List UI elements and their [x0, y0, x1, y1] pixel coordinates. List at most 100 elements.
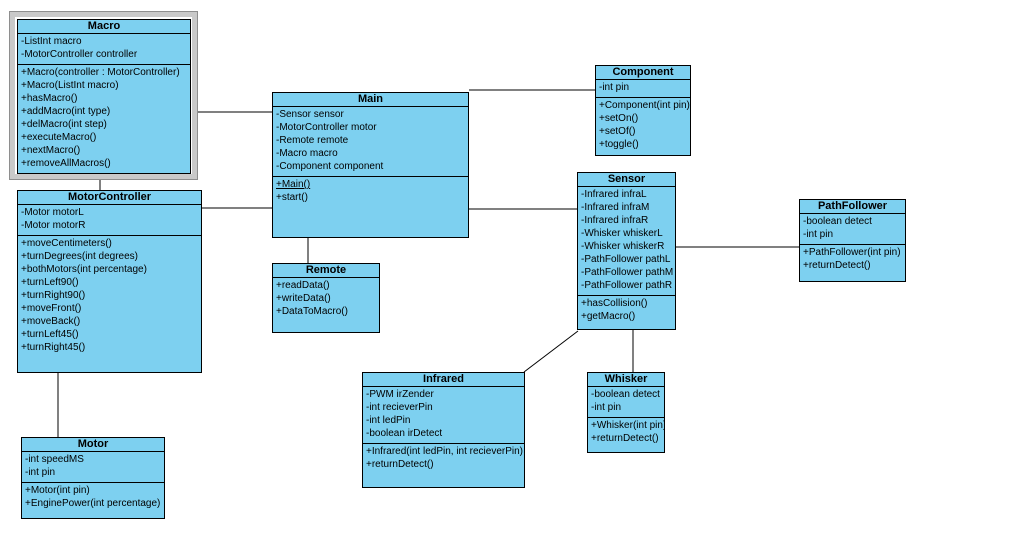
class-macro[interactable]: Macro-ListInt macro-MotorController cont… [17, 19, 191, 174]
class-remote[interactable]: Remote +readData() +writeData() +DataToMacr… [272, 263, 380, 333]
class-title-pathfollower: PathFollower [800, 200, 905, 214]
attributes-compartment: -Infrared infraL-Infrared infraM-Infrare… [578, 187, 675, 296]
attribute: -int pin [25, 467, 56, 478]
method: +hasMacro() [21, 93, 78, 104]
method: +bothMotors(int percentage) [21, 264, 147, 275]
attribute: -Sensor sensor [276, 109, 344, 120]
method: +Main() [276, 179, 311, 190]
method: +returnDetect() [366, 459, 434, 470]
method: +turnLeft90() [21, 277, 79, 288]
edge-sensor-infrared[interactable] [523, 330, 579, 373]
method: +moveBack() [21, 316, 81, 327]
attribute: -int speedMS [25, 454, 84, 465]
method: +executeMacro() [21, 132, 97, 143]
attributes-compartment: -int pin [596, 80, 690, 98]
class-motorcontroller[interactable]: MotorController-Motor motorL-Motor motor… [17, 190, 202, 373]
class-title-whisker: Whisker [588, 373, 664, 387]
method: +Component(int pin) [599, 100, 690, 111]
attributes-compartment: -PWM irZender -int recieverPin -int ledPin… [363, 387, 524, 444]
class-title-remote: Remote [273, 264, 379, 278]
method: +turnDegrees(int degrees) [21, 251, 139, 262]
attribute: -int recieverPin [366, 402, 433, 413]
attribute: -Infrared infraL [581, 189, 647, 200]
attributes-compartment: -boolean detect -int pin [588, 387, 664, 418]
method: +addMacro(int type) [21, 106, 111, 117]
method: +moveCentimeters() [21, 238, 112, 249]
method: +Motor(int pin) [25, 485, 90, 496]
method: +turnRight90() [21, 290, 86, 301]
methods-compartment: +readData() +writeData() +DataToMacro() [273, 278, 379, 332]
method: +returnDetect() [591, 433, 659, 444]
attribute: -MotorController controller [21, 49, 138, 60]
attribute: -Motor motorL [21, 207, 84, 218]
attributes-compartment: -boolean detect -int pin [800, 214, 905, 245]
attribute: -Infrared infraM [581, 202, 650, 213]
methods-compartment: +Motor(int pin) +EnginePower(int percenta… [22, 483, 164, 518]
method: +hasCollision() [581, 298, 648, 309]
attribute: -int pin [599, 82, 630, 93]
method: +writeData() [276, 293, 331, 304]
attribute: -int pin [803, 229, 834, 240]
attributes-compartment: -Sensor sensor -MotorController motor -Rem… [273, 107, 468, 177]
attributes-compartment: -ListInt macro-MotorController controlle… [18, 34, 190, 65]
methods-compartment: +PathFollower(int pin)+returnDetect() [800, 245, 905, 281]
attributes-compartment: -Motor motorL-Motor motorR [18, 205, 201, 236]
method: +nextMacro() [21, 145, 81, 156]
attribute: -MotorController motor [276, 122, 377, 133]
class-title-infrared: Infrared [363, 373, 524, 387]
methods-compartment: +Component(int pin) +setOn() +setOf() +togg… [596, 98, 690, 155]
attribute: -PathFollower pathL [581, 254, 671, 265]
attribute: -Component component [276, 161, 384, 172]
method: +turnLeft45() [21, 329, 79, 340]
method: +Macro(controller : MotorController) [21, 67, 180, 78]
method: +removeAllMacros() [21, 158, 111, 169]
class-title-macro: Macro [18, 20, 190, 34]
method: +setOf() [599, 126, 636, 137]
attribute: -Whisker whiskerR [581, 241, 665, 252]
methods-compartment: +Whisker(int pin) +returnDetect() [588, 418, 664, 452]
method: +EnginePower(int percentage) [25, 498, 161, 509]
method: +turnRight45() [21, 342, 86, 353]
method: +readData() [276, 280, 330, 291]
attribute: -int ledPin [366, 415, 411, 426]
attribute: -PWM irZender [366, 389, 434, 400]
method: +Infrared(int ledPin, int recieverPin) [366, 446, 524, 457]
class-title-motor: Motor [22, 438, 164, 452]
method: +DataToMacro() [276, 306, 348, 317]
attribute: -PathFollower pathR [581, 280, 673, 291]
methods-compartment: +Main() +start() [273, 177, 468, 237]
class-pathfollower[interactable]: PathFollower -boolean detect -int pin +Path… [799, 199, 906, 282]
methods-compartment: +Infrared(int ledPin, int recieverPin) +r… [363, 444, 524, 487]
class-title-component: Component [596, 66, 690, 80]
method: +returnDetect() [803, 260, 871, 271]
method: +start() [276, 192, 308, 203]
method: +moveFront() [21, 303, 82, 314]
methods-compartment: +Macro(controller : MotorController) +Mac… [18, 65, 190, 173]
attribute: -boolean detect [591, 389, 660, 400]
attribute: -Whisker whiskerL [581, 228, 663, 239]
class-title-sensor: Sensor [578, 173, 675, 187]
attribute: -boolean irDetect [366, 428, 443, 439]
method: +setOn() [599, 113, 639, 124]
method: +toggle() [599, 139, 639, 150]
methods-compartment: +moveCentimeters() +turnDegrees(int degre… [18, 236, 201, 372]
class-infrared[interactable]: Infrared -PWM irZender -int recieverPin -in… [362, 372, 525, 488]
attribute: -boolean detect [803, 216, 872, 227]
class-motor[interactable]: Motor -int speedMS -int pin +Motor(int pin)… [21, 437, 165, 519]
method: +Macro(ListInt macro) [21, 80, 119, 91]
class-main[interactable]: Main -Sensor sensor -MotorController motor… [272, 92, 469, 238]
class-component[interactable]: Component -int pin +Component(int pin) +set… [595, 65, 691, 156]
method: +Whisker(int pin) [591, 420, 664, 431]
method: +getMacro() [581, 311, 636, 322]
class-title-motorcontroller: MotorController [18, 191, 201, 205]
selection-frame-macro[interactable] [9, 11, 198, 180]
class-whisker[interactable]: Whisker -boolean detect -int pin +Whisker(i… [587, 372, 665, 453]
class-sensor[interactable]: Sensor-Infrared infraL-Infrared infraM-I… [577, 172, 676, 330]
class-title-main: Main [273, 93, 468, 107]
method: +delMacro(int step) [21, 119, 107, 130]
attribute: -Remote remote [276, 135, 349, 146]
attribute: -Macro macro [276, 148, 338, 159]
attribute: -int pin [591, 402, 622, 413]
